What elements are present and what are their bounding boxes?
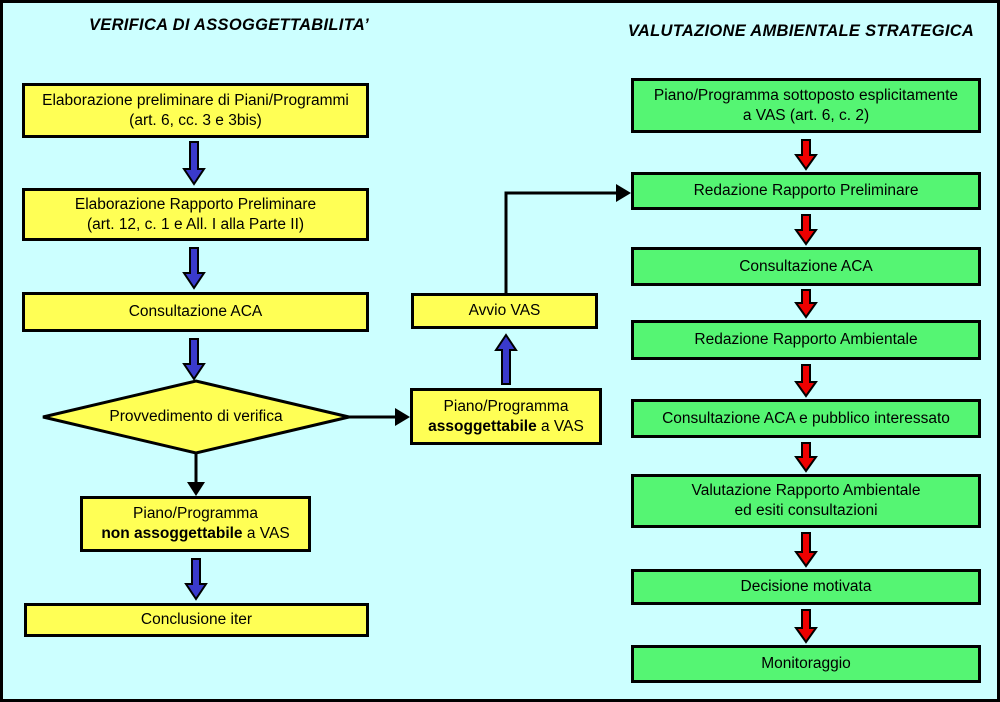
- avvio-to-redazione-connector: [504, 191, 617, 294]
- diamond-to-assoggettabile-head: [395, 408, 410, 426]
- red-arrow-5: [794, 442, 818, 473]
- node-line: Consultazione ACA e pubblico interessato: [662, 409, 950, 427]
- red-arrow-1: [794, 139, 818, 171]
- node-line: Monitoraggio: [761, 655, 851, 673]
- red-arrow-4: [794, 364, 818, 398]
- diamond-to-non-assoggettabile-head: [187, 482, 205, 496]
- node-line: Avvio VAS: [468, 302, 541, 320]
- node-consultazione-aca-pubblico: Consultazione ACA e pubblico interessato: [631, 399, 981, 438]
- node-line: Elaborazione Rapporto Preliminare: [74, 195, 317, 213]
- red-arrow-7: [794, 609, 818, 644]
- avvio-to-redazione-head: [616, 184, 631, 202]
- node-line: Provvedimento di verifica: [109, 408, 283, 425]
- node-provvedimento-di-verifica: Provvedimento di verifica: [71, 399, 321, 435]
- node-decisione-motivata: Decisione motivata: [631, 569, 981, 605]
- node-line: Piano/Programma: [133, 505, 258, 523]
- node-consultazione-aca-left: Consultazione ACA: [22, 292, 369, 332]
- node-line: Valutazione Rapporto Ambientale: [691, 482, 921, 500]
- blue-arrow-down-3: [182, 338, 206, 381]
- red-arrow-6: [794, 532, 818, 568]
- red-arrow-3: [794, 289, 818, 319]
- node-line: Redazione Rapporto Ambientale: [694, 331, 918, 349]
- blue-arrow-down-4: [184, 558, 208, 601]
- node-line: Piano/Programma sottoposto esplicitament…: [653, 86, 959, 104]
- node-conclusione-iter: Conclusione iter: [24, 603, 369, 637]
- node-elaborazione-rapporto-preliminare: Elaborazione Rapporto Preliminare (art. …: [22, 188, 369, 241]
- node-line: Piano/Programma: [443, 397, 569, 415]
- node-line: (art. 12, c. 1 e All. I alla Parte II): [86, 215, 305, 233]
- node-elaborazione-preliminare: Elaborazione preliminare di Piani/Progra…: [22, 83, 369, 138]
- node-line: Redazione Rapporto Preliminare: [693, 182, 919, 200]
- node-assoggettabile: Piano/Programma assoggettabile a VAS: [410, 388, 602, 445]
- node-line: (art. 6, cc. 3 e 3bis): [129, 111, 262, 129]
- node-line: Conclusione iter: [140, 611, 253, 629]
- node-line: a VAS (art. 6, c. 2): [742, 106, 870, 124]
- node-consultazione-aca-right: Consultazione ACA: [631, 247, 981, 286]
- node-redazione-rapporto-preliminare: Redazione Rapporto Preliminare: [631, 172, 981, 210]
- node-avvio-vas: Avvio VAS: [411, 293, 598, 329]
- node-non-assoggettabile: Piano/Programma non assoggettabile a VAS: [80, 496, 311, 552]
- red-arrow-2: [794, 214, 818, 246]
- node-line: non assoggettabile a VAS: [101, 525, 290, 542]
- right-column-title: VALUTAZIONE AMBIENTALE STRATEGICA: [627, 22, 975, 40]
- node-valutazione-rapporto: Valutazione Rapporto Ambientale ed esiti…: [631, 474, 981, 528]
- blue-arrow-down-1: [182, 141, 206, 186]
- blue-arrow-down-2: [182, 247, 206, 290]
- left-column-title: VERIFICA DI ASSOGGETTABILITA’: [88, 16, 370, 34]
- node-line: Consultazione ACA: [739, 257, 873, 275]
- node-line: Elaborazione preliminare di Piani/Progra…: [42, 91, 349, 109]
- node-line: assoggettabile a VAS: [428, 417, 584, 435]
- node-sottoposto-a-vas: Piano/Programma sottoposto esplicitament…: [631, 78, 981, 133]
- node-line: ed esiti consultazioni: [734, 502, 878, 519]
- node-line: Decisione motivata: [740, 578, 872, 596]
- blue-arrow-up-avvio: [494, 333, 518, 385]
- node-redazione-rapporto-ambientale: Redazione Rapporto Ambientale: [631, 320, 981, 360]
- node-line: Consultazione ACA: [128, 303, 263, 321]
- node-monitoraggio: Monitoraggio: [631, 645, 981, 683]
